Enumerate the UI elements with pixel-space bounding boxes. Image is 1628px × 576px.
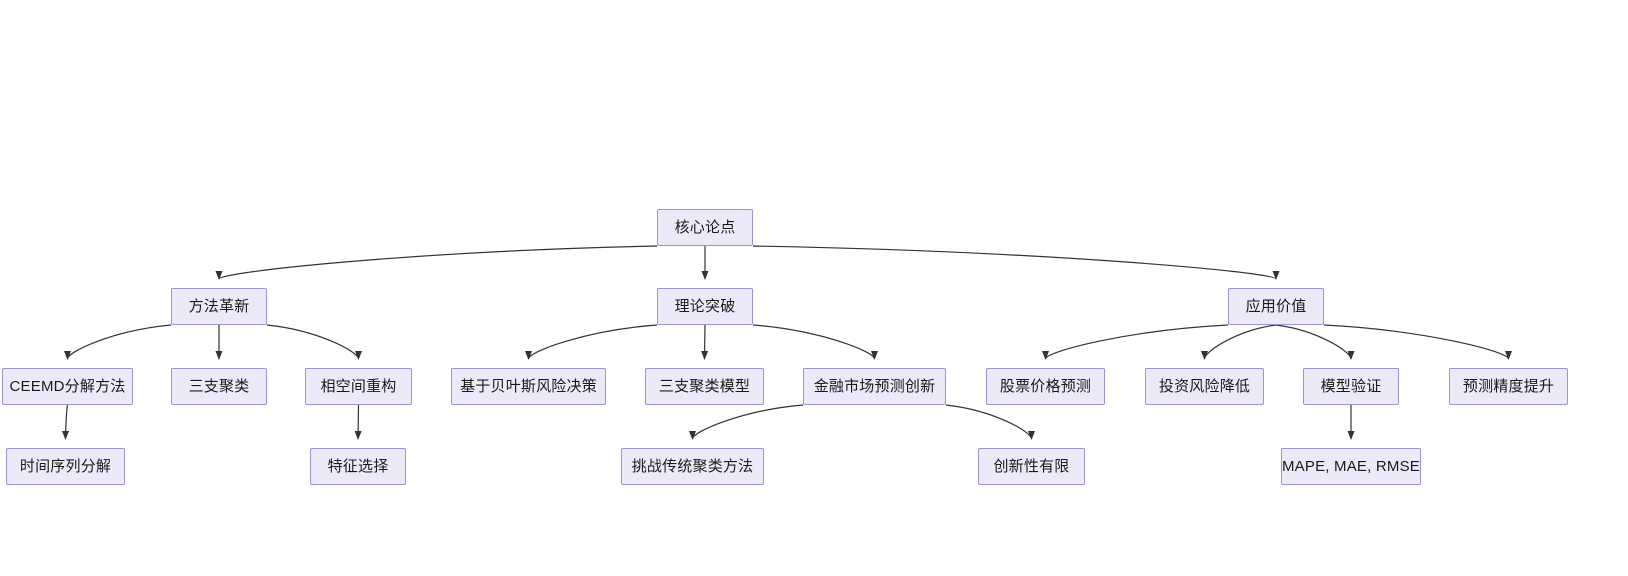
flow-node-label: CEEMD分解方法 — [9, 378, 126, 395]
flow-node-label: 理论突破 — [674, 298, 736, 315]
flow-node-label: 创新性有限 — [993, 458, 1070, 475]
flow-node[interactable]: 理论突破 — [657, 288, 753, 325]
flow-node[interactable]: 三支聚类模型 — [645, 368, 764, 405]
flow-node[interactable]: 金融市场预测创新 — [803, 368, 946, 405]
flow-node[interactable]: 股票价格预测 — [986, 368, 1105, 405]
flow-node-label: 应用价值 — [1245, 298, 1307, 315]
flow-node-label: 金融市场预测创新 — [813, 378, 936, 395]
flow-node-label: 预测精度提升 — [1462, 378, 1555, 395]
flow-node-label: MAPE, MAE, RMSE — [1281, 458, 1421, 475]
flow-node[interactable]: 创新性有限 — [978, 448, 1085, 485]
flow-node-label: 投资风险降低 — [1158, 378, 1251, 395]
flow-node-label: 基于贝叶斯风险决策 — [460, 378, 597, 395]
flow-node[interactable]: 特征选择 — [310, 448, 406, 485]
flow-node[interactable]: 核心论点 — [657, 209, 753, 246]
flow-node-label: 核心论点 — [674, 219, 736, 236]
flow-node[interactable]: 时间序列分解 — [6, 448, 125, 485]
flow-node[interactable]: MAPE, MAE, RMSE — [1281, 448, 1421, 485]
flow-node[interactable]: 相空间重构 — [305, 368, 412, 405]
flow-node[interactable]: 挑战传统聚类方法 — [621, 448, 764, 485]
flow-node-label: 三支聚类 — [188, 378, 250, 395]
flow-node-label: 相空间重构 — [320, 378, 397, 395]
flow-node[interactable]: 基于贝叶斯风险决策 — [451, 368, 606, 405]
flow-node-label: 三支聚类模型 — [658, 378, 751, 395]
flow-node[interactable]: 方法革新 — [171, 288, 267, 325]
flow-node[interactable]: 投资风险降低 — [1145, 368, 1264, 405]
flow-node-label: 股票价格预测 — [999, 378, 1092, 395]
flow-node[interactable]: 三支聚类 — [171, 368, 267, 405]
flow-node-label: 方法革新 — [188, 298, 250, 315]
flow-node-label: 挑战传统聚类方法 — [631, 458, 754, 475]
flow-node-label: 特征选择 — [327, 458, 389, 475]
flow-node-label: 模型验证 — [1320, 378, 1382, 395]
flow-node[interactable]: 预测精度提升 — [1449, 368, 1568, 405]
flow-node[interactable]: 模型验证 — [1303, 368, 1399, 405]
flow-node[interactable]: CEEMD分解方法 — [2, 368, 133, 405]
flow-node-label: 时间序列分解 — [19, 458, 112, 475]
flow-node[interactable]: 应用价值 — [1228, 288, 1324, 325]
